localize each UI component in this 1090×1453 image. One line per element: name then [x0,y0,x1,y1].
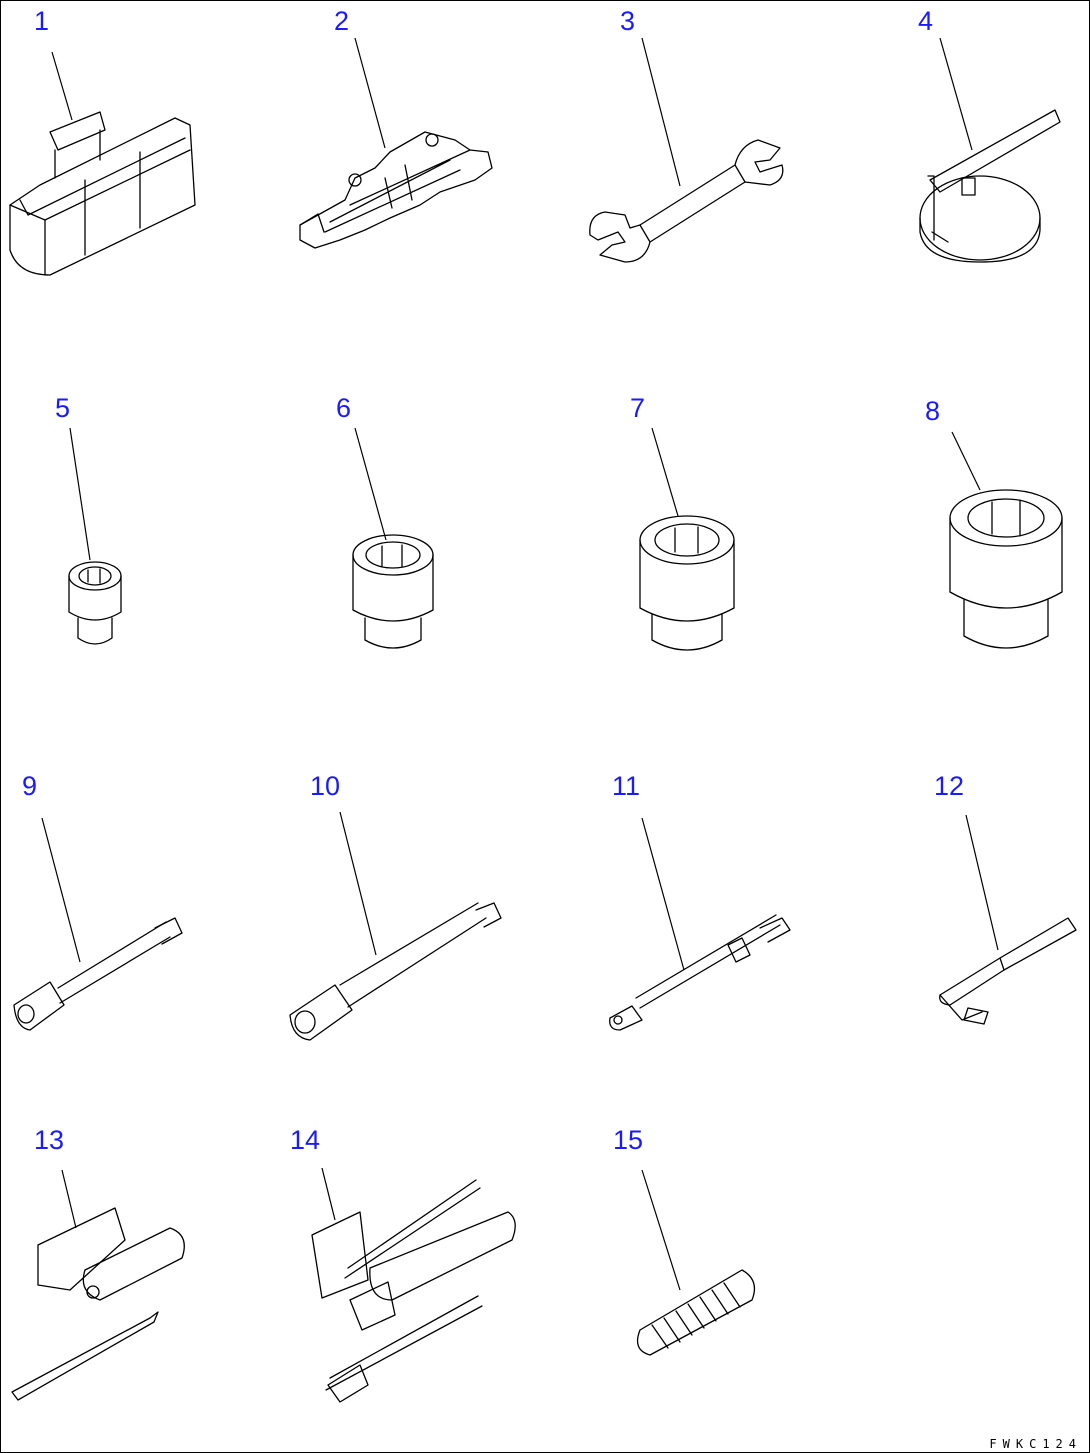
wrench-set-icon [299,131,493,249]
leader-3 [641,37,681,187]
callout-7: 7 [630,393,646,423]
extension-bar-small-icon [13,917,183,1031]
leader-2 [354,37,386,149]
drawing-code: FWKC124 [989,1437,1082,1451]
ratchet-handle-icon [609,914,791,1031]
callout-10: 10 [310,771,341,801]
leader-6 [354,427,387,541]
leader-4 [939,37,973,151]
callout-14: 14 [290,1125,321,1155]
callout-4: 4 [918,6,934,36]
leader-14 [321,1167,336,1221]
leader-13 [61,1169,77,1229]
leader-15 [641,1169,681,1291]
leader-12 [965,814,999,951]
callout-1: 1 [34,6,50,36]
callout-13: 13 [34,1125,65,1155]
l-handle-wrench-icon [939,917,1077,1025]
callout-2: 2 [334,6,350,36]
socket-large-icon [639,515,735,651]
leader-8 [951,431,981,491]
open-end-wrench-icon [589,139,784,263]
spring-icon [636,1269,756,1356]
filter-wrench-icon [919,109,1061,263]
leader-9 [41,817,81,963]
socket-extra-large-icon [949,489,1063,649]
callout-8: 8 [925,396,941,426]
callout-6: 6 [336,393,352,423]
socket-medium-icon [352,534,434,649]
callout-9: 9 [22,771,38,801]
leader-5 [69,427,91,561]
tool-bag-icon [9,111,196,276]
callout-11: 11 [612,771,641,801]
leader-1 [51,51,73,121]
socket-small-icon [68,561,122,645]
driver-set-icon [311,1179,516,1403]
leader-7 [651,427,679,517]
leader-lines [41,37,999,1291]
leader-11 [641,817,685,971]
callout-3: 3 [620,6,636,36]
extension-bar-large-icon [289,902,502,1041]
callout-15: 15 [613,1125,644,1155]
callout-5: 5 [55,393,71,423]
leader-10 [339,811,377,956]
callout-12: 12 [934,771,965,801]
screwdriver-set-icon [11,1207,185,1401]
